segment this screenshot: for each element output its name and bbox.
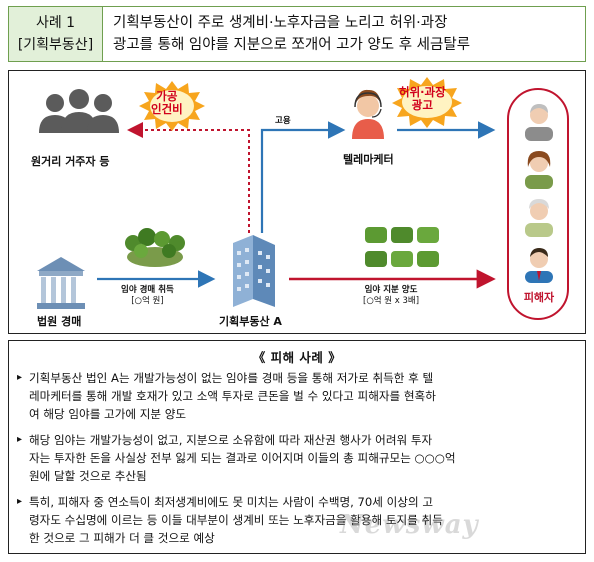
case-bullet-2: ▸ 해당 임야는 개발가능성이 없고, 지분으로 소유함에 따라 재산권 행사가… [17, 431, 579, 485]
bullet-3-line-2: 령자도 수십명에 이르는 등 이들 대부분이 생계비 또는 노후자금을 활용해 … [29, 513, 443, 527]
fake-wage-text-2: 인건비 [151, 102, 183, 116]
false-ad-text-1: 허위·과장 [399, 85, 446, 99]
victims-group [507, 88, 569, 320]
hire-arrow [260, 121, 346, 233]
fake-wage-arrow [127, 122, 250, 233]
victims-label: 피해자 [523, 291, 555, 304]
telemarketer-icon [352, 89, 384, 139]
bullet-mark-icon: ▸ [17, 434, 23, 445]
case-header: 사례 1 [기획부동산] 기획부동산이 주로 생계비·노후자금을 노리고 허위·… [8, 6, 586, 62]
acquire-label: 임야 경매 취득 [○억 원] [121, 285, 174, 307]
acquire-label-2: [○억 원] [131, 296, 164, 306]
company-building-icon [233, 235, 275, 307]
remote-residents-label: 원거리 거주자 등 [31, 155, 110, 168]
bullet-1-line-1: 기획부동산 법인 A는 개발가능성이 없는 임야를 경매 등을 통해 저가로 취… [29, 371, 434, 385]
court-auction-label: 법원 경매 [37, 315, 82, 328]
bullet-mark-icon: ▸ [17, 496, 23, 507]
flow-diagram-graphics [37, 77, 553, 309]
people-group-icon [39, 89, 119, 133]
victim-icon-3 [525, 199, 553, 237]
case-label-cell: 사례 1 [기획부동산] [9, 7, 103, 61]
case-title-line-2: 광고를 통해 임야를 지분으로 쪼개어 고가 양도 후 세금탈루 [113, 37, 471, 53]
court-building-icon [37, 257, 85, 309]
bullet-1-line-2: 레마케터를 통해 개발 호재가 있고 소액 투자로 큰돈을 벌 수 있다고 피해… [29, 389, 436, 403]
telemarketer-label: 텔레마케터 [343, 153, 394, 166]
forest-icon [125, 228, 185, 267]
bullet-3-line-1: 특히, 피해자 중 연소득이 최저생계비에도 못 미치는 사람이 수백명, 70… [29, 495, 433, 509]
case-bullet-3: ▸ 특히, 피해자 중 연소득이 최저생계비에도 못 미치는 사람이 수백명, … [17, 493, 579, 547]
bullet-2-line-2: 자는 투자한 돈을 사실상 전부 잃게 되는 결과로 이어지며 이들의 총 피해… [29, 451, 456, 465]
bullet-2-line-1: 해당 임야는 개발가능성이 없고, 지분으로 소유함에 따라 재산권 행사가 어… [29, 433, 433, 447]
false-ad-burst [392, 77, 462, 128]
victim-icon-2 [525, 151, 553, 189]
fake-wage-burst [139, 81, 205, 131]
transfer-label: 임야 지분 양도 [○억 원 x 3배] [363, 285, 419, 307]
company-label: 기획부동산 A [219, 315, 282, 328]
case-type: [기획부동산] [17, 37, 94, 53]
newsway-watermark: Newsway [340, 510, 479, 540]
transfer-label-2: [○억 원 x 3배] [363, 296, 420, 306]
case-bullet-1: ▸ 기획부동산 법인 A는 개발가능성이 없는 임야를 경매 등을 통해 저가로… [17, 369, 579, 423]
false-ad-text-2: 광고 [411, 98, 433, 112]
case-title: 기획부동산이 주로 생계비·노후자금을 노리고 허위·과장 광고를 통해 임야를… [103, 7, 585, 61]
bullet-3-line-3: 한 것으로 그 피해가 더 클 것으로 예상 [29, 531, 215, 545]
fake-wage-text-1: 가공 [156, 89, 178, 103]
damage-cases-title: 《 피해 사례 》 [252, 350, 342, 365]
bullet-1-line-3: 여 해당 임야를 고가에 지분 양도 [29, 407, 187, 421]
acquire-label-1: 임야 경매 취득 [121, 285, 174, 295]
land-parcels-icon [365, 227, 439, 267]
victim-icon-4 [525, 248, 553, 283]
case-number: 사례 1 [35, 15, 76, 31]
bullet-mark-icon: ▸ [17, 372, 23, 383]
transfer-label-1: 임야 지분 양도 [364, 285, 418, 295]
hire-label: 고용 [275, 116, 291, 126]
flow-diagram: 가공 인건비 허위·과장 광고 원거리 거주자 등 텔레마케터 고용 법원 경매… [8, 70, 586, 334]
bullet-2-line-3: 원에 달할 것으로 추산됨 [29, 469, 147, 483]
damage-cases-box: 《 피해 사례 》 ▸ 기획부동산 법인 A는 개발가능성이 없는 임야를 경매… [8, 340, 586, 554]
case-title-line-1: 기획부동산이 주로 생계비·노후자금을 노리고 허위·과장 [113, 15, 448, 31]
